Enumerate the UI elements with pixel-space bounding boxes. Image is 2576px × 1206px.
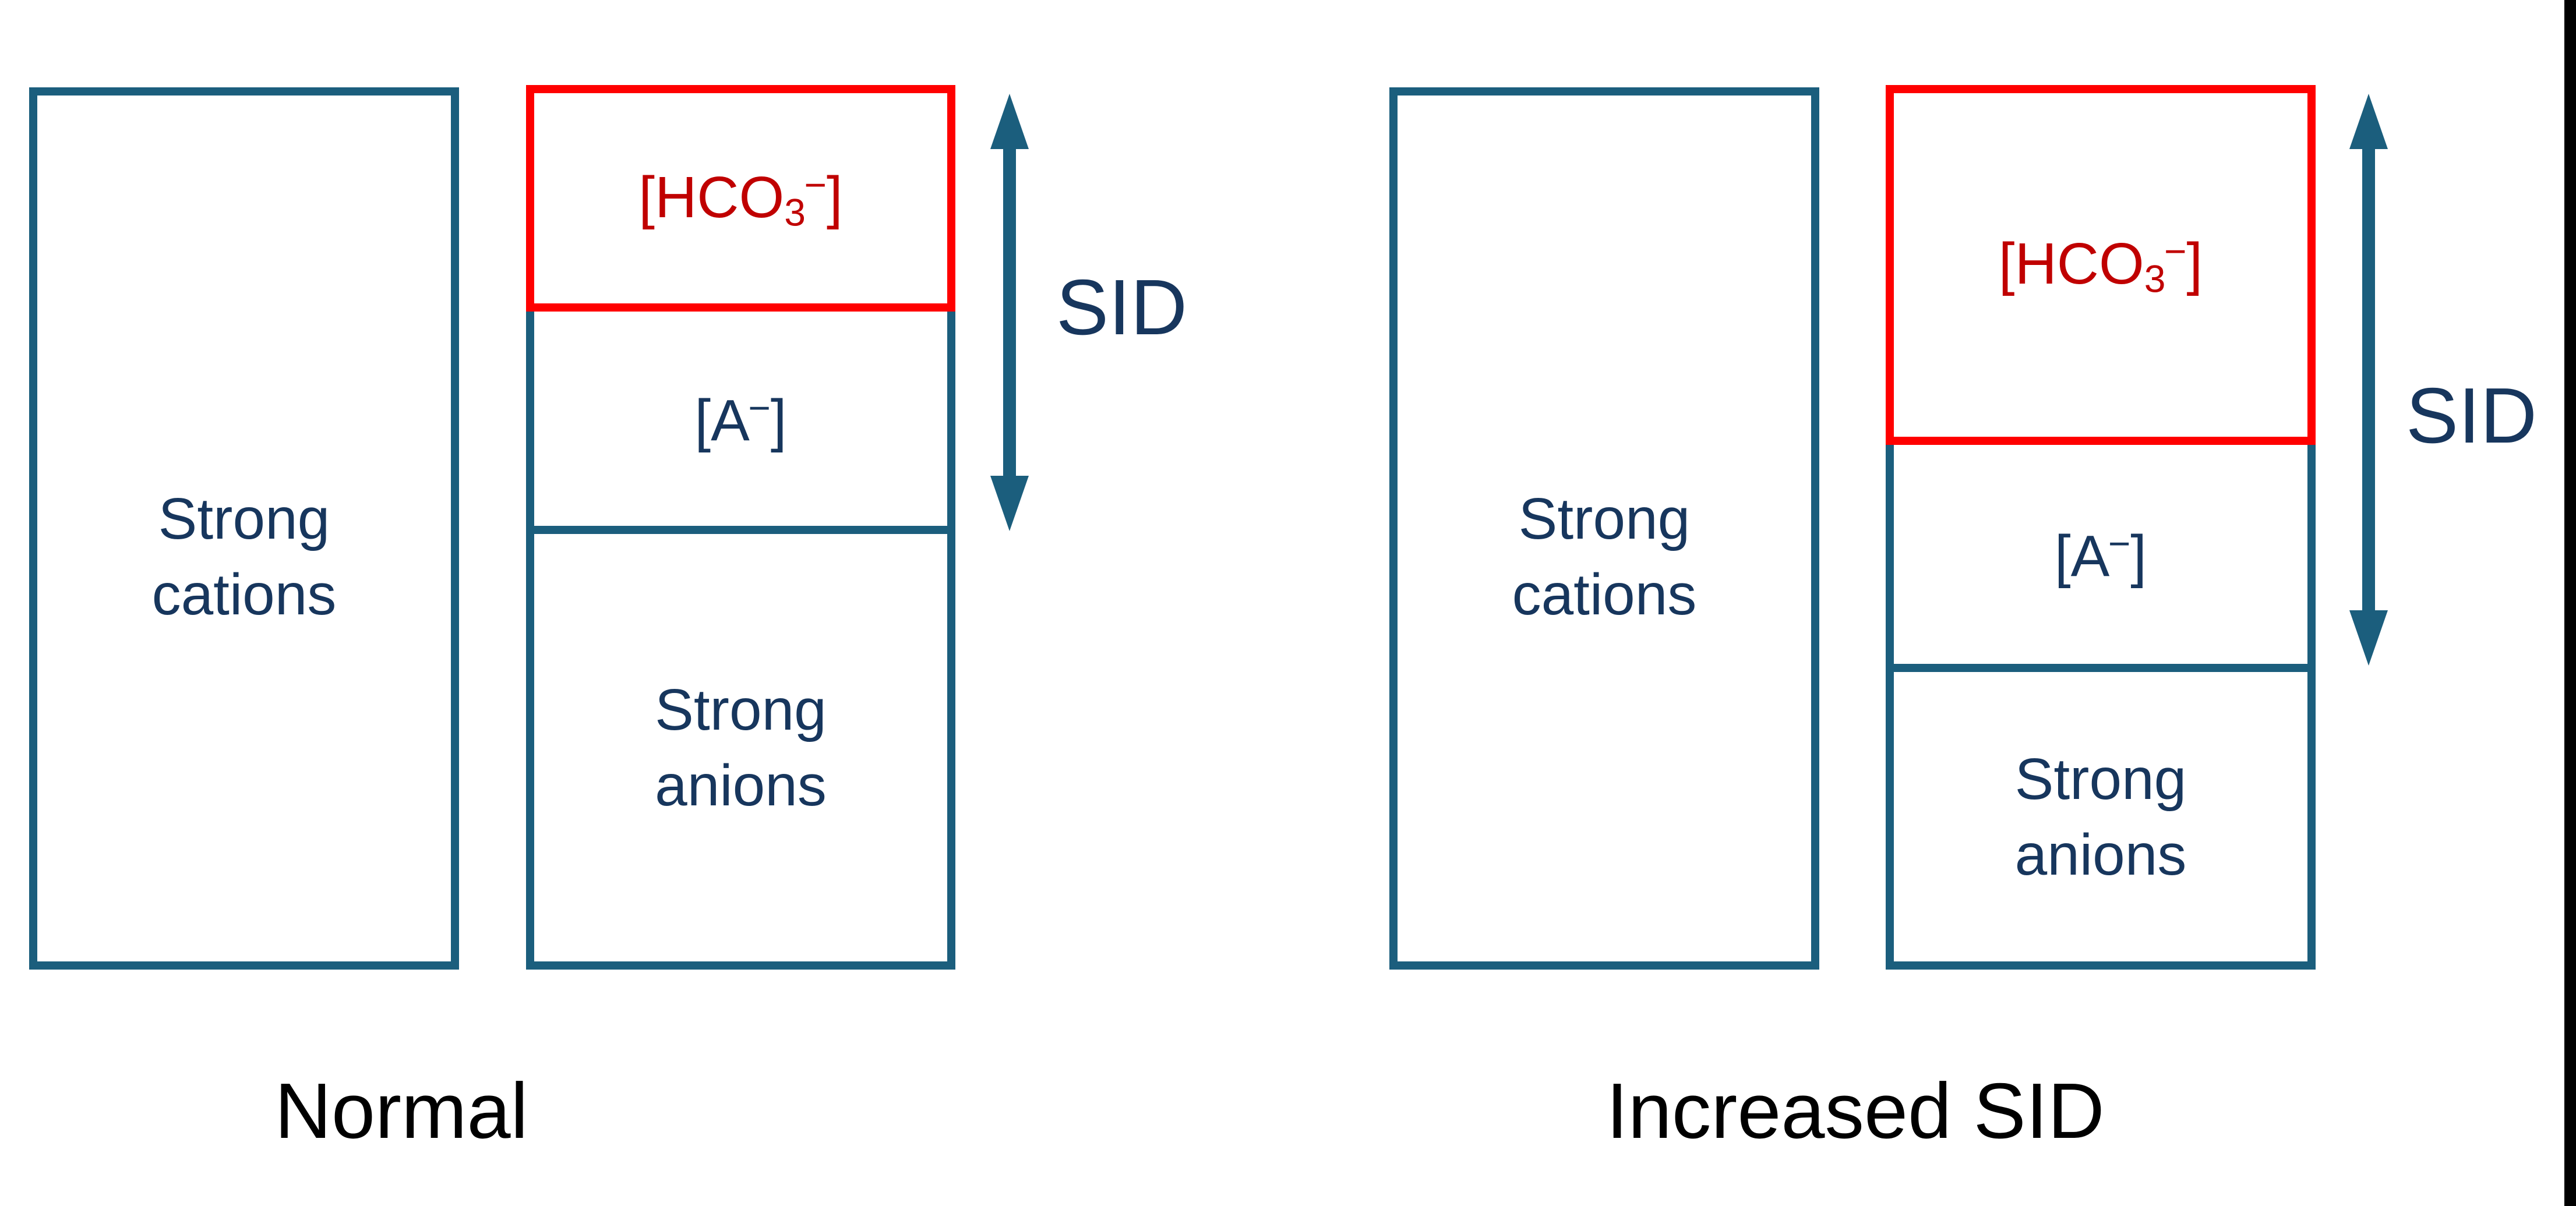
a-minus-close: ] — [770, 387, 787, 453]
strong-cations-box-left: Strong cations — [29, 87, 459, 970]
a-minus-open: [A — [694, 387, 750, 453]
hco3-superscript-minus: − — [804, 162, 827, 206]
hco3-open: [HCO — [638, 164, 785, 230]
strong-cations-line1: Strong — [158, 486, 330, 551]
hco3-subscript: 3 — [784, 190, 806, 234]
a-minus-superscript: − — [748, 386, 771, 429]
a-minus-superscript: − — [2108, 521, 2131, 565]
arrow-head-up-icon — [990, 94, 1029, 149]
a-minus-box-right: [A−] — [1886, 437, 2316, 672]
strong-cations-line1: Strong — [1518, 486, 1691, 551]
strong-anions-line1: Strong — [655, 677, 827, 742]
strong-cations-box-right: Strong cations — [1389, 87, 1819, 970]
hco3-close: ] — [826, 164, 843, 230]
hco3-formula-left: [HCO3−] — [638, 165, 842, 232]
sid-double-arrow-left — [990, 94, 1029, 531]
hco3-box-left: [HCO3−] — [526, 85, 955, 312]
caption-increased-sid: Increased SID — [1606, 1067, 2105, 1155]
arrow-head-down-icon — [2349, 610, 2388, 666]
strong-anions-label-right: Strong anions — [1894, 672, 2307, 961]
hco3-box-right: [HCO3−] — [1886, 85, 2316, 445]
hco3-formula-right: [HCO3−] — [1999, 232, 2203, 298]
strong-anions-line1: Strong — [2014, 746, 2187, 812]
a-minus-formula-right: [A−] — [2055, 524, 2147, 585]
sid-double-arrow-right — [2349, 94, 2388, 666]
a-minus-box-left: [A−] — [526, 303, 955, 534]
strong-cations-label-left: Strong cations — [37, 123, 451, 989]
arrow-head-down-icon — [990, 476, 1029, 531]
sid-label-left: SID — [1056, 263, 1188, 351]
strong-anions-box-left: Strong anions — [526, 526, 955, 970]
arrow-head-up-icon — [2349, 94, 2388, 149]
a-minus-open: [A — [2054, 523, 2110, 589]
a-minus-close: ] — [2130, 523, 2147, 589]
sid-label-right: SID — [2406, 372, 2538, 459]
strong-anions-line2: anions — [655, 753, 827, 818]
screen-edge-bar — [2564, 0, 2576, 1206]
strong-anions-label-left: Strong anions — [534, 534, 947, 961]
strong-cations-line2: cations — [151, 561, 337, 627]
a-minus-formula-left: [A−] — [694, 388, 786, 450]
strong-cations-label-right: Strong cations — [1398, 123, 1811, 989]
hco3-open: [HCO — [1998, 231, 2144, 297]
strong-anions-line2: anions — [2014, 822, 2187, 887]
strong-cations-line2: cations — [1512, 561, 1697, 627]
hco3-close: ] — [2186, 231, 2203, 297]
hco3-subscript: 3 — [2144, 257, 2166, 300]
strong-anions-box-right: Strong anions — [1886, 664, 2316, 970]
hco3-superscript-minus: − — [2164, 229, 2187, 273]
arrow-shaft — [2362, 145, 2375, 614]
caption-normal: Normal — [274, 1067, 528, 1155]
arrow-shaft — [1003, 145, 1016, 480]
